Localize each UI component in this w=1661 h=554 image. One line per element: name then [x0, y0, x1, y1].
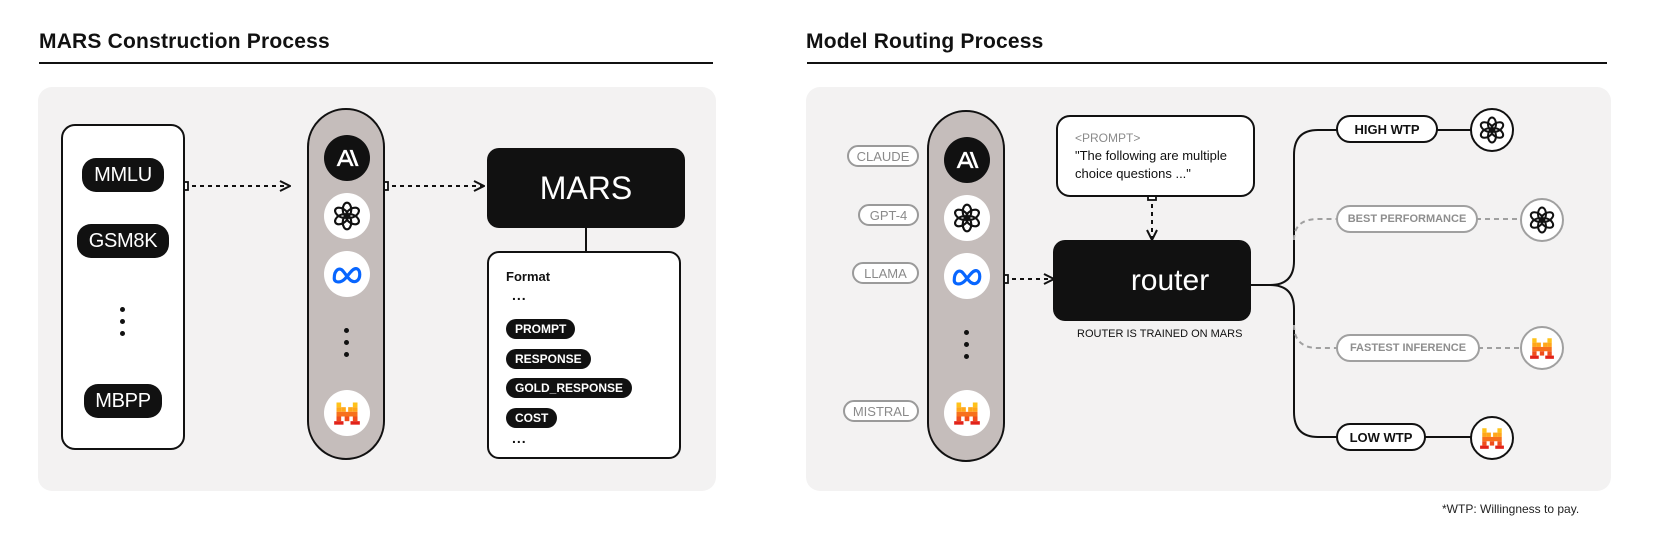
- model-label-gpt4: GPT-4: [858, 204, 919, 226]
- route-low-wtp: LOW WTP: [1336, 423, 1426, 451]
- construction-title: MARS Construction Process: [39, 30, 330, 53]
- dataset-pill-mbpp: MBPP: [84, 384, 162, 418]
- format-ellipsis-bottom: ...: [512, 430, 527, 446]
- router-label: router: [1130, 263, 1210, 297]
- prompt-tag: <PROMPT>: [1075, 131, 1141, 145]
- router-caption: ROUTER IS TRAINED ON MARS: [1077, 328, 1243, 340]
- format-box: Format ... PROMPT RESPONSE GOLD_RESPONSE…: [487, 251, 681, 459]
- model-column-construction: [307, 108, 385, 460]
- route-best-performance: BEST PERFORMANCE: [1336, 205, 1478, 233]
- route-high-wtp: HIGH WTP: [1336, 115, 1438, 143]
- model-more-dots: [964, 330, 969, 359]
- format-field-cost: COST: [506, 408, 558, 428]
- mars-dataset-box: MARS: [487, 148, 685, 228]
- meta-icon: [324, 251, 370, 297]
- dataset-column: MMLU GSM8K MBPP: [61, 124, 185, 450]
- anthropic-icon: [324, 135, 370, 181]
- anthropic-icon: [944, 137, 990, 183]
- format-field-response: RESPONSE: [506, 349, 591, 369]
- dataset-pill-mmlu: MMLU: [82, 158, 164, 192]
- dataset-pill-gsm8k: GSM8K: [77, 224, 169, 258]
- openai-icon: [1470, 108, 1514, 152]
- format-title: Format: [506, 269, 551, 284]
- mistral-icon: [1470, 416, 1514, 460]
- mistral-icon: [1520, 326, 1564, 370]
- construction-rule: [39, 62, 713, 64]
- model-column-routing: [927, 110, 1005, 462]
- openai-icon: [944, 195, 990, 241]
- format-field-prompt: PROMPT: [506, 319, 576, 339]
- meta-icon: [944, 253, 990, 299]
- route-fastest-inference: FASTEST INFERENCE: [1336, 334, 1480, 362]
- format-ellipsis-top: ...: [512, 287, 527, 303]
- model-more-dots: [344, 328, 349, 357]
- prompt-box: <PROMPT> "The following are multiple cho…: [1056, 115, 1255, 197]
- routing-title: Model Routing Process: [806, 30, 1044, 53]
- format-field-gold-response: GOLD_RESPONSE: [506, 378, 633, 398]
- model-label-llama: LLAMA: [852, 262, 919, 284]
- openai-icon: [324, 193, 370, 239]
- model-label-mistral: MISTRAL: [843, 400, 919, 422]
- router-box: router: [1053, 240, 1251, 321]
- wtp-footnote: *WTP: Willingness to pay.: [1442, 502, 1580, 516]
- openai-icon: [1520, 198, 1564, 242]
- prompt-text: "The following are multiple choice quest…: [1075, 148, 1228, 181]
- dataset-more-dots: [120, 307, 125, 336]
- mistral-icon: [944, 390, 990, 436]
- mistral-icon: [324, 390, 370, 436]
- routing-rule: [807, 62, 1607, 64]
- model-label-claude: CLAUDE: [847, 145, 919, 167]
